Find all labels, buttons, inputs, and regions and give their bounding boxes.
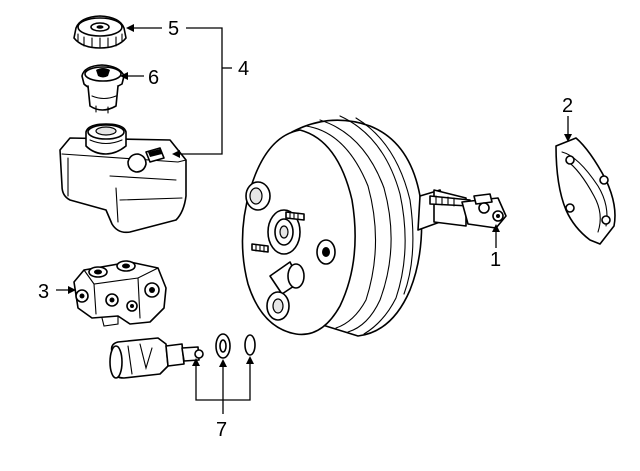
part-push-rod-assembly — [109, 337, 204, 379]
part-seals — [215, 333, 256, 359]
part-reservoir-cap — [73, 15, 127, 49]
callout-5: 5 — [168, 18, 179, 40]
part-master-cylinder — [73, 260, 167, 327]
part-reservoir-strainer — [81, 64, 125, 114]
leader-lines — [56, 24, 572, 414]
part-booster-gasket — [555, 137, 616, 245]
callout-2: 2 — [562, 95, 573, 117]
callout-4: 4 — [238, 58, 249, 80]
callout-3: 3 — [38, 281, 49, 303]
part-brake-booster — [241, 115, 507, 337]
part-fluid-reservoir — [59, 123, 187, 234]
callout-6: 6 — [148, 67, 159, 89]
callout-1: 1 — [490, 249, 501, 271]
callout-7: 7 — [216, 419, 227, 441]
